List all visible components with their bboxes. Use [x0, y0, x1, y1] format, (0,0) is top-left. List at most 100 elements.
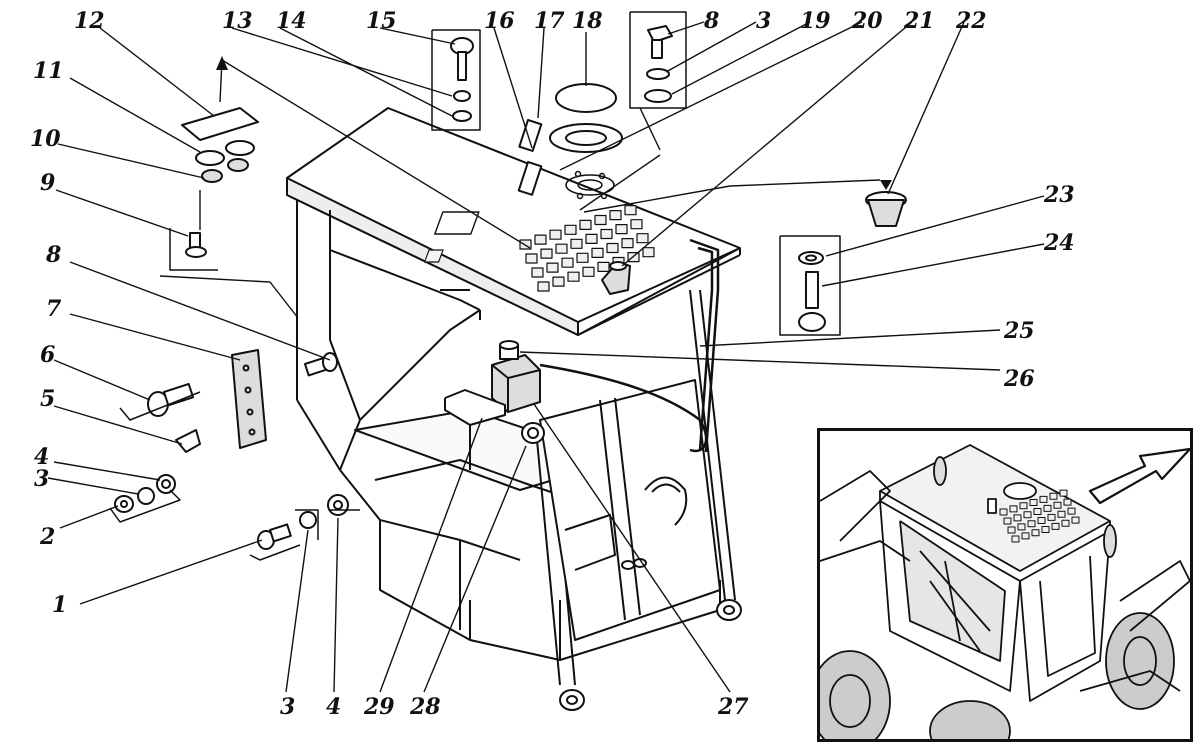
vent-cell — [999, 508, 1008, 516]
callout-18: 18 — [572, 8, 603, 34]
inset-cab-body — [879, 500, 1111, 702]
vent-cell — [537, 281, 550, 292]
vent-cell — [597, 261, 610, 272]
vent-cell — [1019, 502, 1028, 510]
bolt-6 — [147, 382, 195, 417]
inset-boom — [820, 470, 1190, 692]
vent-cell — [1061, 519, 1070, 527]
vent-cell — [582, 266, 595, 277]
bolt-9 — [185, 232, 207, 258]
vent-cell — [1029, 499, 1038, 507]
vent-cell — [570, 238, 583, 249]
vent-cell — [552, 276, 565, 287]
vent-cell — [561, 257, 574, 268]
castor-wheels — [559, 599, 742, 711]
callout-2: 2 — [40, 524, 56, 550]
vent-cell — [630, 219, 643, 230]
callout-20: 20 — [852, 8, 883, 34]
vent-cell — [531, 267, 544, 278]
callout-13: 13 — [222, 8, 253, 34]
vent-cell — [636, 233, 649, 244]
callout-10: 10 — [30, 126, 61, 152]
bracket-5 — [175, 429, 201, 453]
vent-cell — [546, 262, 559, 273]
vent-cell — [594, 214, 607, 226]
roof-vent-grid — [424, 249, 444, 263]
callout-21: 21 — [904, 8, 935, 34]
vent-cell — [1009, 505, 1018, 513]
vent-cell — [1021, 532, 1030, 540]
callout-9: 9 — [40, 170, 56, 196]
vent-cell — [1031, 529, 1040, 537]
callout-25: 25 — [1004, 318, 1035, 344]
screw-24 — [798, 271, 826, 332]
vent-cell — [1023, 511, 1032, 519]
vent-cell — [1041, 526, 1050, 534]
handles-16-17 — [517, 119, 543, 196]
cab-roof — [286, 107, 741, 336]
callout-23: 23 — [1044, 182, 1075, 208]
hatch-18 — [549, 83, 623, 153]
inset-view-arrow — [1088, 447, 1190, 505]
inset-vent-grid — [999, 489, 1080, 543]
callout-7: 7 — [46, 296, 62, 322]
vent-cell — [1013, 514, 1022, 522]
callout-29: 29 — [364, 694, 395, 720]
heater-bracket — [444, 389, 506, 426]
bolt-15-washers — [450, 37, 474, 122]
vent-cell — [564, 224, 577, 235]
vent-cell — [1047, 513, 1056, 521]
callout-3-bottom: 3 — [280, 694, 296, 720]
vent-cell — [549, 229, 562, 240]
callout-28: 28 — [410, 694, 441, 720]
vent-cell — [1067, 507, 1076, 515]
callout-24: 24 — [1044, 230, 1075, 256]
inset-view — [817, 428, 1193, 742]
vent-cell — [1003, 517, 1012, 525]
vent-cell — [1043, 504, 1052, 512]
bolt-1 — [257, 494, 349, 550]
leader-lines — [47, 21, 1045, 693]
vent-cell — [567, 271, 580, 282]
vent-cell — [1037, 517, 1046, 525]
pedal-7 — [231, 349, 267, 449]
vent-cell — [1017, 523, 1026, 531]
vent-cell — [540, 248, 553, 259]
callout-4-bottom: 4 — [326, 694, 342, 720]
heater-unit — [491, 340, 541, 413]
vent-cell — [1027, 520, 1036, 528]
roof-plate-12 — [181, 107, 259, 141]
callout-15: 15 — [366, 8, 397, 34]
callout-5: 5 — [40, 386, 56, 412]
callout-1: 1 — [52, 592, 68, 618]
vent-cell — [1059, 489, 1068, 497]
vent-cell — [585, 233, 598, 244]
vent-cell — [555, 243, 568, 254]
vent-cell — [606, 242, 619, 254]
callout-8-top: 8 — [704, 8, 720, 34]
cab-side-wall — [296, 200, 481, 471]
callout-3-top: 3 — [756, 8, 772, 34]
nut-washers-2-3-4 — [114, 474, 176, 513]
lamp-21 — [601, 261, 631, 295]
vent-cell — [591, 247, 604, 258]
callout-12: 12 — [74, 8, 105, 34]
vent-cell — [1033, 508, 1042, 516]
callout-26: 26 — [1004, 366, 1035, 392]
vent-cell — [1063, 498, 1072, 506]
vent-cell — [534, 234, 547, 245]
vent-cell — [1039, 495, 1048, 503]
vent-cell — [1051, 522, 1060, 530]
callout-8-left: 8 — [46, 242, 62, 268]
inset-wheels — [820, 612, 1175, 739]
inset-loader-sketch — [820, 444, 1190, 739]
washer-28 — [521, 422, 545, 444]
vent-cell — [609, 210, 622, 221]
vent-cell — [600, 228, 613, 240]
callout-19: 19 — [800, 8, 831, 34]
cab-rear-panel — [539, 379, 721, 641]
vent-cell — [576, 252, 589, 263]
vent-cell — [1007, 526, 1016, 534]
vent-cell — [624, 205, 637, 216]
